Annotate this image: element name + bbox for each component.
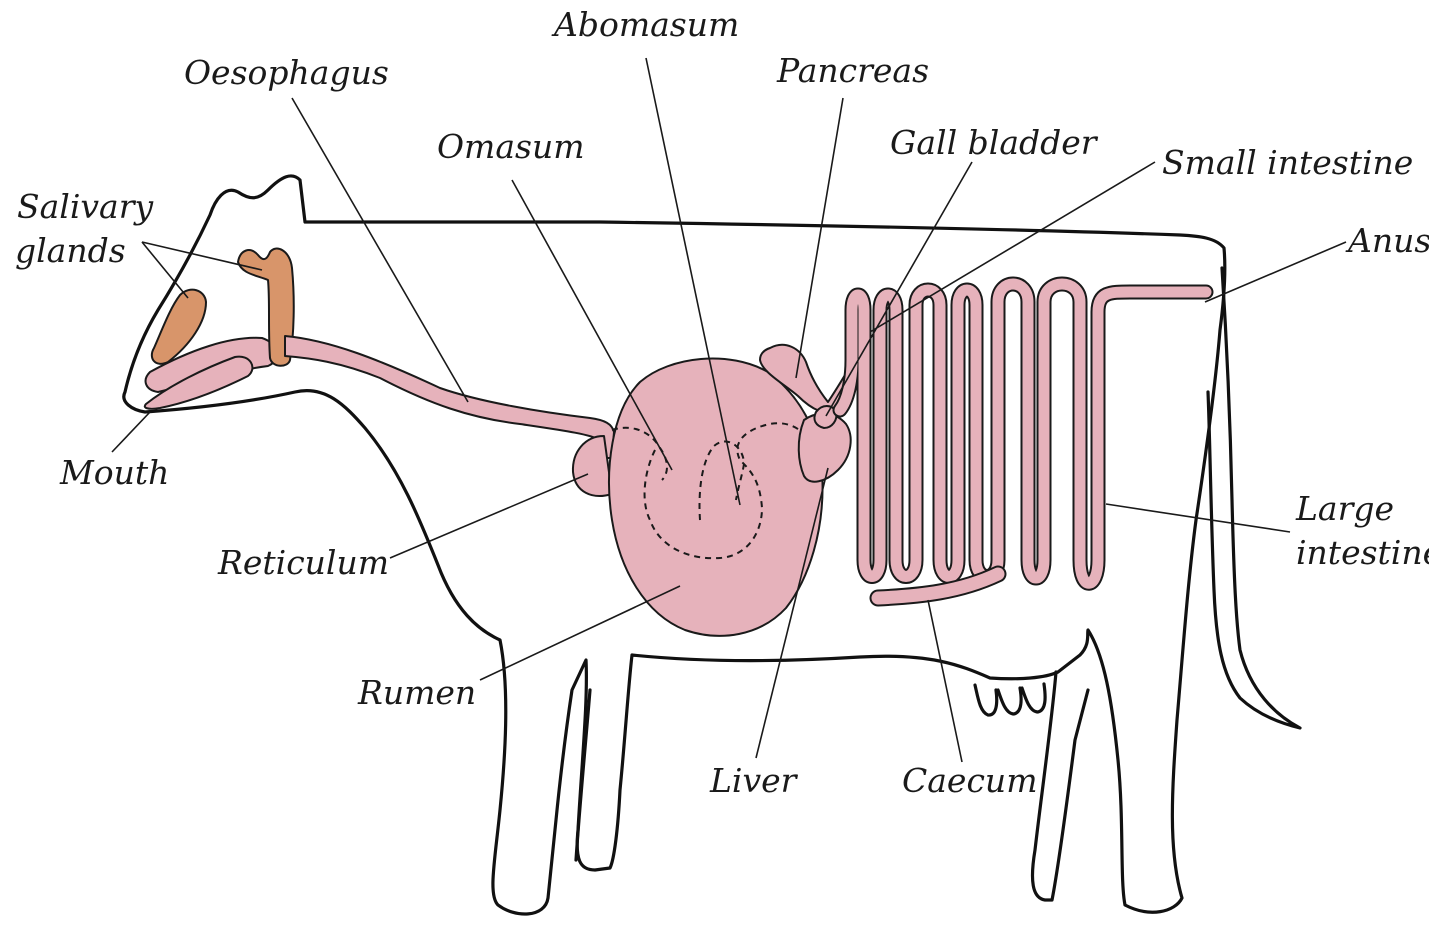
leader-mouth: [112, 412, 150, 452]
cow-tail: [1208, 268, 1300, 728]
label-gall-bladder: Gall bladder: [890, 123, 1099, 162]
label-rumen: Rumen: [357, 673, 476, 712]
cow-far-hind-leg: [1032, 672, 1088, 900]
label-salivary-glands-line2: glands: [15, 231, 126, 270]
leader-small-intestine: [870, 162, 1155, 332]
leader-reticulum: [390, 474, 588, 558]
label-anus: Anus: [1345, 221, 1429, 260]
reticulum-organ: [573, 436, 612, 496]
intestine-coil-fill: [840, 284, 1206, 583]
leader-rumen: [480, 586, 680, 680]
label-mouth: Mouth: [59, 453, 169, 492]
label-oesophagus: Oesophagus: [184, 53, 389, 92]
label-small-intestine: Small intestine: [1162, 143, 1413, 182]
label-salivary-glands-line1: Salivary: [17, 187, 153, 226]
label-reticulum: Reticulum: [217, 543, 389, 582]
label-pancreas: Pancreas: [776, 51, 929, 90]
label-large-intestine-line2: intestine: [1296, 533, 1429, 572]
intestines: [840, 284, 1206, 598]
cow-far-front-leg: [576, 690, 590, 860]
label-large-intestine-line1: Large: [1295, 489, 1394, 528]
oesophagus-tube: [285, 336, 614, 458]
label-liver: Liver: [709, 761, 799, 800]
label-omasum: Omasum: [437, 127, 585, 166]
label-abomasum: Abomasum: [551, 5, 739, 44]
rumen-organ: [609, 359, 823, 636]
leader-pancreas: [796, 98, 843, 378]
cow-udder: [975, 684, 1045, 715]
label-caecum: Caecum: [902, 761, 1037, 800]
leader-caecum: [928, 600, 962, 762]
